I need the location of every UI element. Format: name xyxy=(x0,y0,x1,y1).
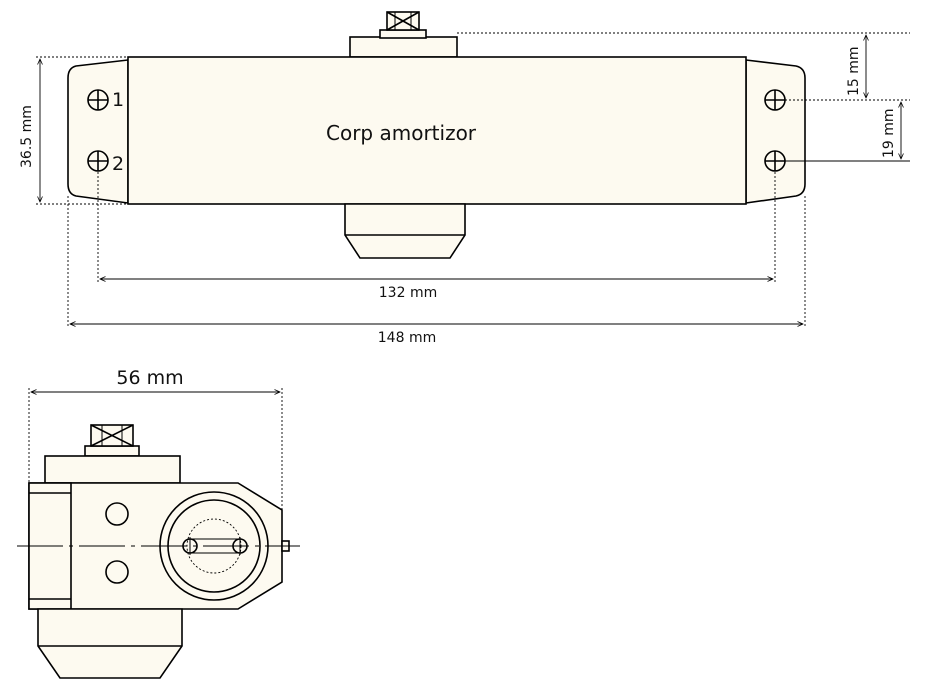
height-dimension: 36.5 mm xyxy=(19,56,128,205)
mounting-hole-4 xyxy=(764,150,786,172)
hole-spacing-dimension-label: 19 mm xyxy=(881,108,897,158)
body-label: Corp amortizor xyxy=(326,121,477,145)
hole-spacing-dimension: 19 mm xyxy=(785,102,910,162)
side-pinion-housing xyxy=(37,608,183,679)
hole-span-dimension: 132 mm xyxy=(97,172,776,301)
adjustment-valve xyxy=(379,11,427,39)
top-offset-dimension: 15 mm xyxy=(457,32,910,101)
hole-1-label: 1 xyxy=(112,89,124,111)
depth-dimension: 56 mm xyxy=(28,367,283,510)
side-adjustment-valve xyxy=(84,424,140,457)
top-offset-dimension-label: 15 mm xyxy=(846,46,862,96)
left-mounting-plate xyxy=(67,59,129,204)
side-top-block xyxy=(44,455,181,484)
side-hole-lower xyxy=(105,560,129,584)
total-length-dimension-label: 148 mm xyxy=(378,330,436,346)
mounting-hole-3 xyxy=(764,89,786,111)
total-length-dimension: 148 mm xyxy=(67,196,806,346)
depth-dimension-label: 56 mm xyxy=(116,367,183,389)
right-mounting-plate xyxy=(745,59,806,204)
top-view: 1 2 Corp amortizor 36.5 mm 15 mm 19 mm xyxy=(19,11,910,346)
height-dimension-label: 36.5 mm xyxy=(19,105,35,168)
mounting-hole-1 xyxy=(87,89,109,111)
hole-2-label: 2 xyxy=(112,153,124,175)
pinion-housing xyxy=(344,203,466,259)
hole-span-dimension-label: 132 mm xyxy=(379,285,437,301)
side-view: 56 mm xyxy=(17,367,300,679)
mounting-hole-2 xyxy=(87,150,109,172)
top-cap xyxy=(349,36,458,58)
side-hole-upper xyxy=(105,502,129,526)
